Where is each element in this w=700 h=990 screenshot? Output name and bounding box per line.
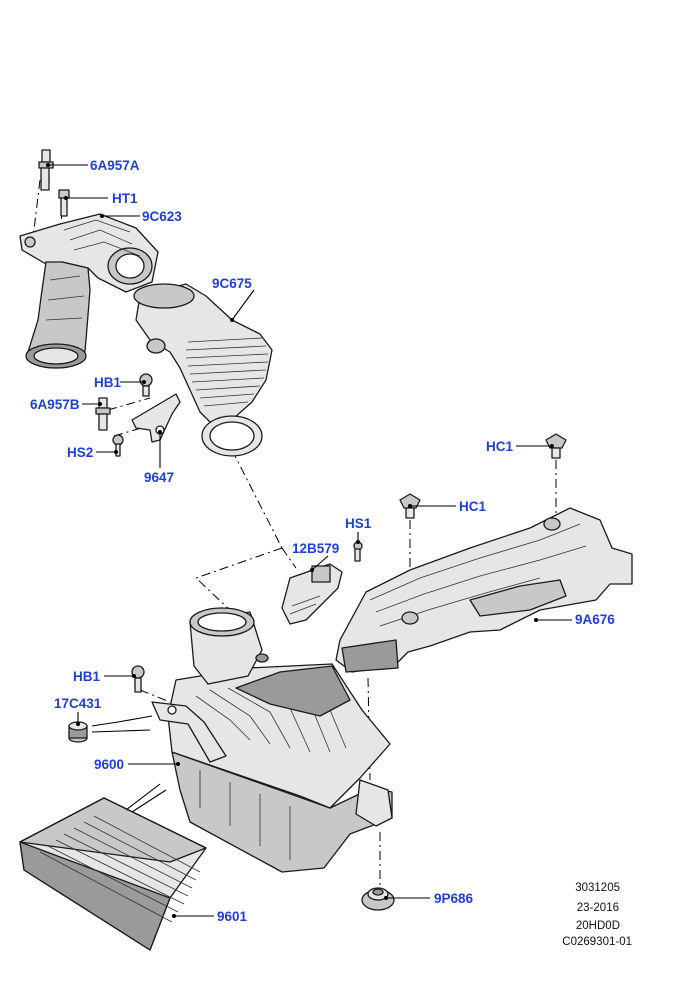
callout-labels: 6A957A HT1 9C623 9C675 HB1 6A957B HS2 96… [30,158,615,924]
grommet-9P686 [361,887,395,911]
callout-HS2[interactable]: HS2 [67,445,93,460]
callout-9601[interactable]: 9601 [217,909,248,924]
callout-9647[interactable]: 9647 [144,470,174,485]
reference-line-1: 3031205 [575,882,620,894]
hose-9C675 [133,283,273,457]
stud-6A957A [38,149,54,191]
callout-HB1-upper[interactable]: HB1 [94,375,121,390]
screw-HS1 [353,541,363,562]
leader-lines [46,163,572,918]
reference-line-3: 20HD0D [576,920,620,932]
callout-6A957B[interactable]: 6A957B [30,397,80,412]
airbox-9600 [151,607,393,873]
filter-9601 [19,797,207,951]
callout-9C623[interactable]: 9C623 [142,209,182,224]
duct-9A676 [335,507,633,673]
bolt-HB1-upper [139,373,153,397]
callout-HC1-right[interactable]: HC1 [486,439,513,454]
sensor-12B579 [281,563,343,625]
clip-HC1-middle [399,493,421,519]
callout-9A676[interactable]: 9A676 [575,612,615,627]
callout-9C675[interactable]: 9C675 [212,276,252,291]
bolt-HB1-lower [131,665,145,693]
callout-HC1-middle[interactable]: HC1 [459,499,486,514]
callout-9P686[interactable]: 9P686 [434,891,474,906]
callout-6A957A[interactable]: 6A957A [90,158,140,173]
callout-HS1[interactable]: HS1 [345,516,372,531]
callout-HT1[interactable]: HT1 [112,191,138,206]
callout-9600[interactable]: 9600 [94,757,124,772]
stud-6A957B [95,397,111,431]
callout-12B579[interactable]: 12B579 [292,541,339,556]
screw-HS2 [112,434,124,457]
bolt-HT1 [58,189,70,217]
reference-block: 3031205 23-2016 20HD0D C0269301-01 [562,882,632,948]
reference-line-4: C0269301-01 [562,936,632,948]
callout-17C431[interactable]: 17C431 [54,696,102,711]
callout-HB1-lower[interactable]: HB1 [73,669,100,684]
resonator-9C623 [19,213,159,369]
reference-line-2: 23-2016 [577,902,619,914]
